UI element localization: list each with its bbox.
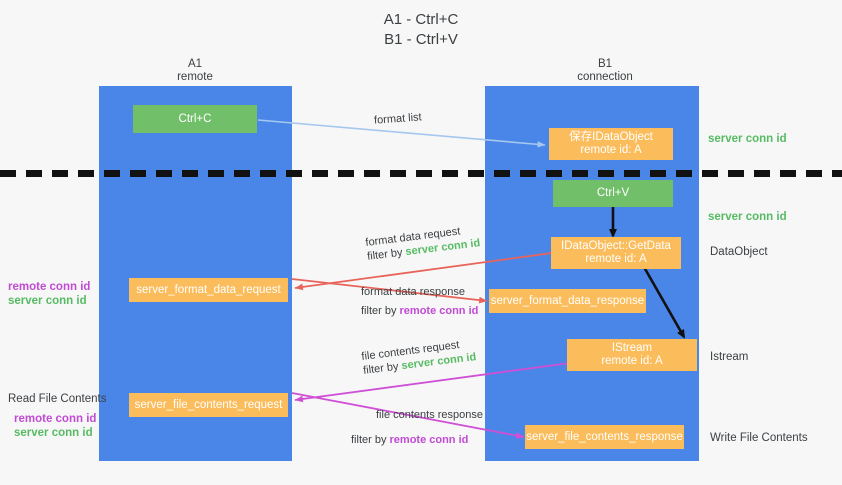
column-header-left-name: A1 [187,58,203,70]
box-server-format-data-response[interactable]: server_format_data_response [489,289,646,313]
edge-label-file-contents-response-filter: filter by remote conn id [351,433,468,447]
column-header-right-sub: connection [577,71,633,83]
edge-label-format-data-request: format data request filter by server con… [365,222,481,264]
filter-prefix: filter by [351,434,390,446]
edge-label-format-data-response-text: format data response [361,286,465,298]
box-istream-line2: remote id: A [601,355,663,367]
box-istream[interactable]: IStream remote id: A [567,339,697,371]
box-ctrl-v[interactable]: Ctrl+V [553,180,673,207]
box-server-file-contents-response[interactable]: server_file_contents_response [525,425,684,449]
filter-tag-remote-conn-id: remote conn id [389,434,469,446]
box-idataobject-getdata[interactable]: IDataObject::GetData remote id: A [551,237,681,269]
side-label-write-file-contents: Write File Contents [710,432,808,444]
side-label-read-file-contents: Read File Contents [8,393,107,405]
box-ctrl-c[interactable]: Ctrl+C [133,105,257,133]
side-label-remote-conn-id-mid: remote conn id [8,281,91,293]
side-label-remote-conn-id-bottom: remote conn id [14,413,97,425]
column-header-left-sub: remote [177,71,213,83]
box-ctrl-v-label: Ctrl+V [596,187,630,199]
box-getdata-line1: IDataObject::GetData [561,240,671,252]
page-title: A1 - Ctrl+C B1 - Ctrl+V [383,11,459,48]
side-label-server-conn-id-left-mid: server conn id [8,295,87,307]
filter-tag-remote-conn-id: remote conn id [399,305,479,317]
box-server-format-data-request-label: server_format_data_request [136,283,281,296]
filter-prefix: filter by [362,360,403,377]
column-header-left: A1 remote [135,58,255,84]
box-getdata-line2: remote id: A [585,253,647,265]
edge-label-format-data-response: format data response filter by remote co… [361,285,478,318]
box-save-idataobject[interactable]: 保存IDataObject remote id: A [549,128,673,160]
box-save-idataobject-line1: 保存IDataObject [569,131,653,143]
side-label-server-conn-id-top: server conn id [708,133,787,145]
column-header-right-name: B1 [597,58,613,70]
box-server-format-data-response-label: server_format_data_response [490,294,645,307]
edge-label-file-contents-response: file contents response [376,408,483,422]
column-header-right: B1 connection [545,58,665,84]
side-label-istream: Istream [710,351,749,363]
box-server-file-contents-request[interactable]: server_file_contents_request [129,393,288,417]
box-istream-line1: IStream [611,342,653,354]
filter-prefix: filter by [366,246,407,263]
edge-label-file-contents-response-text: file contents response [376,409,484,421]
box-server-file-contents-request-label: server_file_contents_request [134,398,283,411]
edge-label-format-list: format list [374,110,423,127]
box-server-file-contents-response-label: server_file_contents_response [526,430,683,443]
edge-label-format-data-response-filter: filter by remote conn id [361,304,478,318]
box-server-format-data-request[interactable]: server_format_data_request [129,278,288,302]
phase-divider [0,170,842,177]
side-label-dataobject: DataObject [710,246,768,258]
box-save-idataobject-line2: remote id: A [580,144,642,156]
box-ctrl-c-label: Ctrl+C [178,112,212,125]
edge-label-file-contents-request: file contents request filter by server c… [361,336,477,378]
edge-label-format-list-text: format list [373,111,423,127]
side-label-server-conn-id-mid: server conn id [708,211,787,223]
side-label-server-conn-id-bottom: server conn id [14,427,93,439]
filter-prefix: filter by [361,305,400,317]
